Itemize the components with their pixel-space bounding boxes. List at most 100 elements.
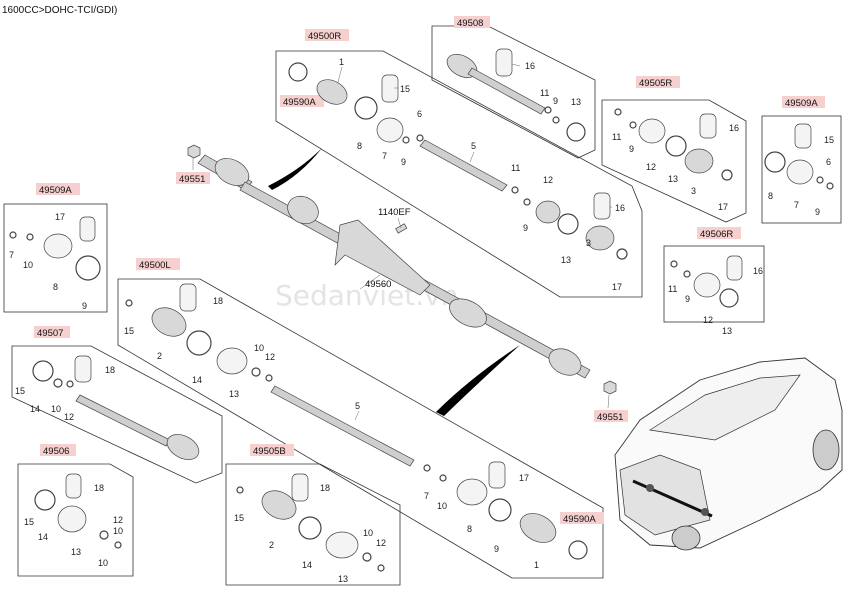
code-1140ef[interactable]: 1140EF: [378, 207, 411, 218]
part-num: 6: [417, 109, 422, 119]
part-num: 17: [718, 202, 728, 212]
box-49500r: [275, 50, 643, 298]
part-num: 13: [71, 547, 81, 557]
box-49509a-left: [3, 203, 108, 313]
code-49560[interactable]: 49560: [365, 279, 391, 290]
part-num: 8: [53, 282, 58, 292]
part-num: 16: [615, 203, 625, 213]
part-num: 12: [376, 538, 386, 548]
part-num: 12: [265, 352, 275, 362]
part-num: 3: [586, 238, 591, 248]
group-49506-parts: [34, 473, 122, 549]
part-num: 14: [38, 532, 48, 542]
code-49551-top[interactable]: 49551: [179, 174, 205, 185]
part-num: 15: [24, 517, 34, 527]
part-num: 1: [339, 57, 344, 67]
code-49505r[interactable]: 49505R: [639, 78, 672, 89]
part-num: 7: [9, 250, 14, 260]
part-num: 9: [815, 207, 820, 217]
part-num: 10: [98, 558, 108, 568]
part-num: 2: [269, 540, 274, 550]
code-49551-bottom[interactable]: 49551: [597, 412, 623, 423]
part-num: 9: [523, 223, 528, 233]
box-49509a-right: [761, 115, 842, 224]
part-num: 13: [229, 389, 239, 399]
part-num: 9: [401, 157, 406, 167]
code-49509a-left[interactable]: 49509A: [39, 185, 72, 196]
part-num: 18: [94, 483, 104, 493]
part-num: 12: [543, 175, 553, 185]
part-num: 1: [534, 560, 539, 570]
code-49590a-top[interactable]: 49590A: [283, 97, 316, 108]
box-49505b: [225, 463, 401, 586]
code-49500r[interactable]: 49500R: [308, 31, 341, 42]
part-num: 9: [82, 301, 87, 311]
part-num: 15: [400, 84, 410, 94]
part-num: 12: [703, 315, 713, 325]
hex-nut-icon: [187, 144, 201, 159]
part-num: 12: [113, 515, 123, 525]
part-num: 5: [471, 141, 476, 151]
part-num: 16: [525, 61, 535, 71]
code-49509a-right[interactable]: 49509A: [785, 98, 818, 109]
part-num: 6: [826, 157, 831, 167]
code-labels: 49500R 49508 49505R 49509A 49509A 49590A…: [34, 16, 825, 525]
part-num: 18: [213, 296, 223, 306]
group-49505r-parts: [614, 108, 733, 181]
part-num: 16: [753, 266, 763, 276]
box-49506: [17, 463, 134, 577]
part-num: 7: [382, 151, 387, 161]
code-49506r[interactable]: 49506R: [700, 229, 733, 240]
code-49506[interactable]: 49506: [43, 446, 69, 457]
part-num: 8: [357, 141, 362, 151]
part-num: 14: [302, 560, 312, 570]
group-49500l-parts: [125, 283, 588, 560]
leader-lines: [192, 63, 613, 421]
code-49507[interactable]: 49507: [37, 328, 63, 339]
part-num: 18: [105, 365, 115, 375]
part-num: 9: [494, 544, 499, 554]
group-49507-parts: [32, 355, 200, 460]
group-49509a-left-parts: [9, 216, 101, 281]
box-49500l: [117, 278, 604, 579]
group-49506r-parts: [670, 255, 743, 308]
part-num: 13: [571, 97, 581, 107]
code-49500l[interactable]: 49500L: [139, 260, 171, 271]
swoosh-top: [268, 148, 322, 190]
part-number-labels: 1 15 8 7 9 6 5 11 9 12 16 13 3 17 16 11 …: [9, 57, 834, 584]
part-num: 11: [511, 163, 520, 173]
part-num: 10: [113, 526, 123, 536]
part-num: 13: [722, 326, 732, 336]
code-49505b[interactable]: 49505B: [253, 446, 286, 457]
group-49508-parts: [446, 48, 586, 142]
part-num: 9: [629, 144, 634, 154]
hex-nut-icon: [603, 380, 617, 395]
part-num: 12: [64, 412, 74, 422]
code-49590a-bottom[interactable]: 49590A: [563, 514, 596, 525]
part-num: 7: [424, 491, 429, 501]
engine-label: 1600CC>DOHC-TCI/GDI): [2, 5, 117, 16]
swoosh-bottom: [436, 345, 520, 416]
part-num: 12: [646, 162, 656, 172]
part-num: 15: [234, 513, 244, 523]
part-num: 16: [729, 123, 739, 133]
part-num: 5: [355, 401, 360, 411]
part-num: 10: [51, 404, 61, 414]
code-49508[interactable]: 49508: [457, 18, 483, 29]
part-num: 2: [157, 351, 162, 361]
part-num: 11: [668, 284, 677, 294]
part-num: 15: [15, 386, 25, 396]
part-num: 13: [561, 255, 571, 265]
part-num: 9: [685, 294, 690, 304]
part-num: 15: [824, 135, 834, 145]
group-outlines: [3, 25, 842, 586]
assembled-drive-shaft: [187, 144, 617, 416]
part-num: 17: [519, 473, 529, 483]
bearing-bracket: [334, 219, 431, 296]
part-num: 9: [553, 96, 558, 106]
part-num: 13: [668, 174, 678, 184]
group-49505b-parts: [236, 473, 385, 572]
part-num: 14: [30, 404, 40, 414]
bolt-icon: [395, 223, 408, 234]
